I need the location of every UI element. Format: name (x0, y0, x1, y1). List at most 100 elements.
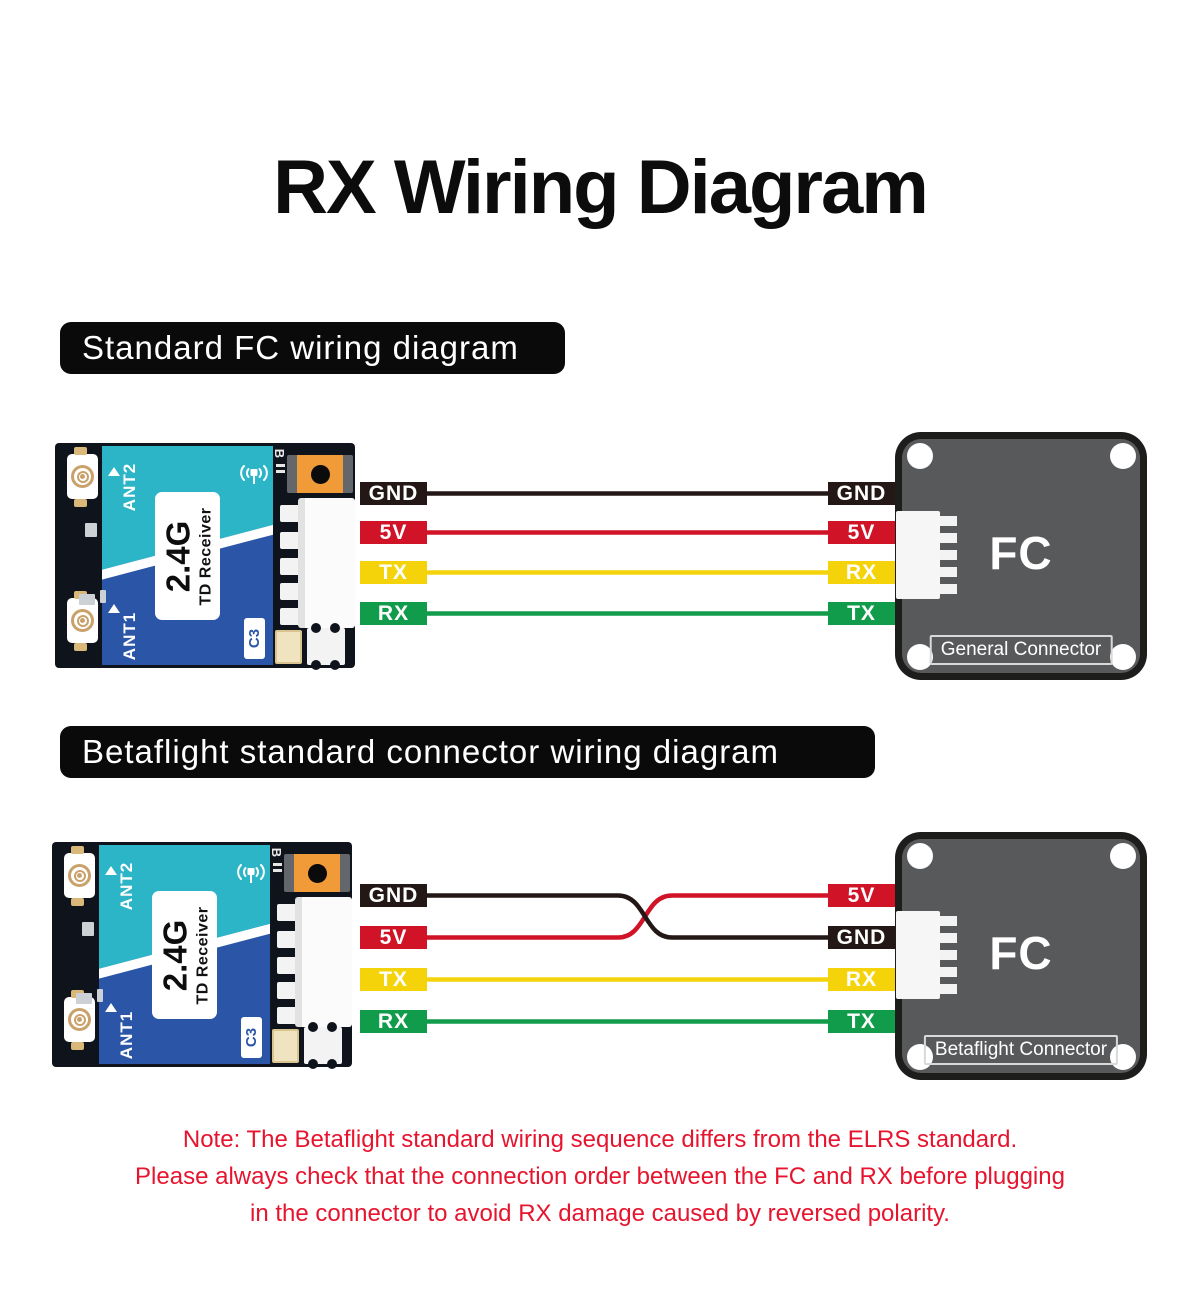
smd-component (100, 590, 106, 603)
designator-label: C3 (241, 1017, 262, 1058)
rx-pin-5v: 5V (360, 926, 427, 949)
jst-connector (295, 897, 352, 1027)
mounting-hole (1110, 443, 1136, 469)
pcb-mark-dash (276, 464, 285, 467)
jst-pin (277, 931, 296, 948)
mounting-hole (1110, 644, 1136, 670)
wire-gnd-crossover (427, 893, 828, 940)
wire-bundle-straight (427, 491, 828, 616)
castellated-pad (304, 1022, 342, 1069)
fc-module: FC General Connector (895, 432, 1147, 680)
rx-name-card: 2.4G TD Receiver (152, 891, 217, 1019)
note-line-2: Please always check that the connection … (135, 1163, 1065, 1190)
fc-name-label: FC (989, 927, 1053, 979)
fc-connector-type-label: General Connector (929, 635, 1113, 665)
bind-button (287, 455, 353, 493)
jst-pin (940, 533, 957, 543)
rx-band-label: 2.4G (156, 919, 193, 991)
jst-pin (940, 516, 957, 526)
smd-component (79, 594, 95, 605)
jst-pin (940, 950, 957, 960)
rx-pin-tx: TX (360, 561, 427, 584)
rx-module: ANT2 ANT1 2.4G TD Receiver B C3 (55, 443, 355, 670)
ant-pad (71, 846, 84, 854)
smd-component (85, 523, 97, 537)
jst-pin (940, 984, 957, 994)
ufl-ring-icon (71, 609, 94, 632)
ant-pad (71, 1042, 84, 1050)
mounting-hole (1110, 843, 1136, 869)
ufl-connector-ant1 (67, 598, 98, 643)
rx-band-label: 2.4G (159, 520, 196, 592)
ufl-ring-icon (71, 465, 94, 488)
rx-pin-gnd: GND (360, 884, 427, 907)
ant2-arrow-icon (105, 866, 117, 875)
jst-connector (298, 498, 355, 628)
solder-pad (272, 1029, 299, 1063)
section-header-label: Standard FC wiring diagram (82, 329, 519, 366)
ant2-label: ANT2 (117, 861, 136, 911)
mounting-hole (907, 843, 933, 869)
jst-pin (277, 1007, 296, 1024)
jst-pin (280, 532, 299, 549)
rx-module: ANT2 ANT1 2.4G TD Receiver B C3 (52, 842, 352, 1069)
smd-component (82, 922, 94, 936)
rx-pin-tx: TX (360, 968, 427, 991)
fc-pin-gnd: GND (828, 482, 895, 505)
section-header-betaflight: Betaflight standard connector wiring dia… (60, 726, 875, 778)
note-line-3: in the connector to avoid RX damage caus… (250, 1200, 950, 1227)
castellated-pad (307, 623, 345, 670)
section-header-standard: Standard FC wiring diagram (60, 322, 565, 374)
mounting-hole (1110, 1044, 1136, 1070)
ant1-label: ANT1 (120, 611, 139, 661)
note-line-1: Note: The Betaflight standard wiring seq… (182, 1126, 1018, 1153)
rx-pin-rx: RX (360, 602, 427, 625)
fc-jst-connector (896, 911, 940, 999)
fc-name-label: FC (989, 527, 1053, 579)
jst-pin (277, 982, 296, 999)
jst-pin (280, 608, 299, 625)
fc-pin-rx: RX (828, 561, 895, 584)
jst-pin (940, 567, 957, 577)
jst-pin (280, 583, 299, 600)
wifi-antenna-icon (240, 465, 268, 484)
pcb-mark-dash (276, 470, 285, 473)
page-title: RX Wiring Diagram (273, 145, 929, 230)
ant-pad (74, 499, 87, 507)
wire-bundle-crossover (427, 893, 828, 1024)
ant1-label: ANT1 (117, 1010, 136, 1060)
mounting-hole (907, 443, 933, 469)
jst-pin (277, 957, 296, 974)
fc-pin-rx: RX (828, 968, 895, 991)
jst-pin (277, 904, 296, 921)
jst-pin (940, 967, 957, 977)
jst-pin (940, 916, 957, 926)
pcb-mark-dash (273, 863, 282, 866)
wire-5v-crossover (427, 893, 828, 940)
ufl-connector-ant2 (64, 853, 95, 898)
section-header-label: Betaflight standard connector wiring dia… (82, 733, 780, 770)
rx-pin-rx: RX (360, 1010, 427, 1033)
rx-model-label: TD Receiver (194, 906, 211, 1004)
designator-label: C3 (244, 618, 265, 659)
jst-pin (280, 505, 299, 522)
ufl-ring-icon (68, 1008, 91, 1031)
pcb-mark-dash (273, 869, 282, 872)
ant2-label: ANT2 (120, 462, 139, 512)
jst-pin (940, 550, 957, 560)
ant1-arrow-icon (105, 1003, 117, 1012)
jst-pin (940, 584, 957, 594)
bind-button-dot (307, 863, 327, 883)
ufl-connector-ant1 (64, 997, 95, 1042)
fc-jst-connector (896, 511, 940, 599)
solder-pad (275, 630, 302, 664)
fc-pin-tx: TX (828, 1010, 895, 1033)
fc-pin-5v: 5V (828, 521, 895, 544)
rx-name-card: 2.4G TD Receiver (155, 492, 220, 620)
rx-pin-gnd: GND (360, 482, 427, 505)
ant2-arrow-icon (108, 467, 120, 476)
ufl-ring-icon (68, 864, 91, 887)
ant-pad (74, 447, 87, 455)
jst-pin (280, 558, 299, 575)
ant1-arrow-icon (108, 604, 120, 613)
